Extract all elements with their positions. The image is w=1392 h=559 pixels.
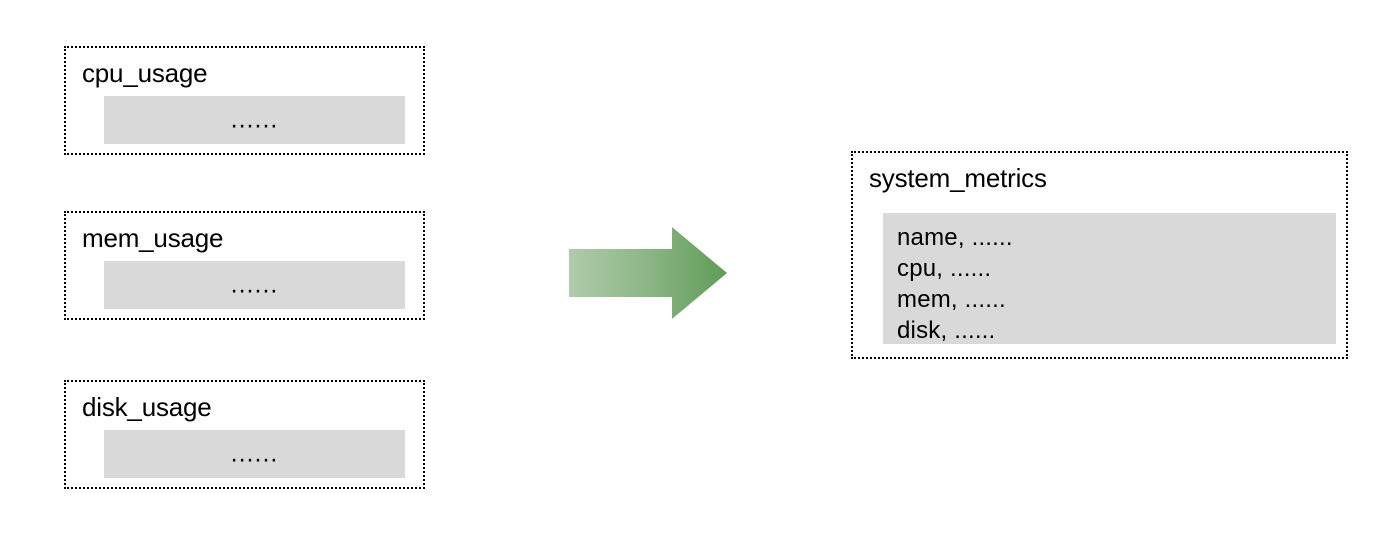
ellipsis-placeholder: ...... [230, 439, 279, 468]
table-row: disk, ...... [897, 317, 996, 344]
source-table-disk-usage: disk_usage ...... [64, 380, 425, 489]
source-table-title: disk_usage [82, 392, 212, 422]
table-row: cpu, ...... [897, 255, 992, 282]
source-table-title: cpu_usage [82, 58, 208, 88]
table-row: mem, ...... [897, 286, 1006, 313]
source-table-body: ...... [104, 261, 405, 309]
target-table-system-metrics: system_metrics name, ...... cpu, ...... … [851, 151, 1348, 359]
ellipsis-placeholder: ...... [230, 105, 279, 134]
ellipsis-placeholder: ...... [230, 270, 279, 299]
source-table-cpu-usage: cpu_usage ...... [64, 46, 425, 155]
source-table-title: mem_usage [82, 223, 224, 253]
source-table-body: ...... [104, 96, 405, 144]
source-table-body: ...... [104, 430, 405, 478]
target-table-body: name, ...... cpu, ...... mem, ...... dis… [883, 213, 1336, 344]
table-row: name, ...... [897, 224, 1013, 251]
right-arrow-icon [569, 227, 727, 319]
source-table-mem-usage: mem_usage ...... [64, 211, 425, 320]
target-table-title: system_metrics [869, 163, 1047, 193]
